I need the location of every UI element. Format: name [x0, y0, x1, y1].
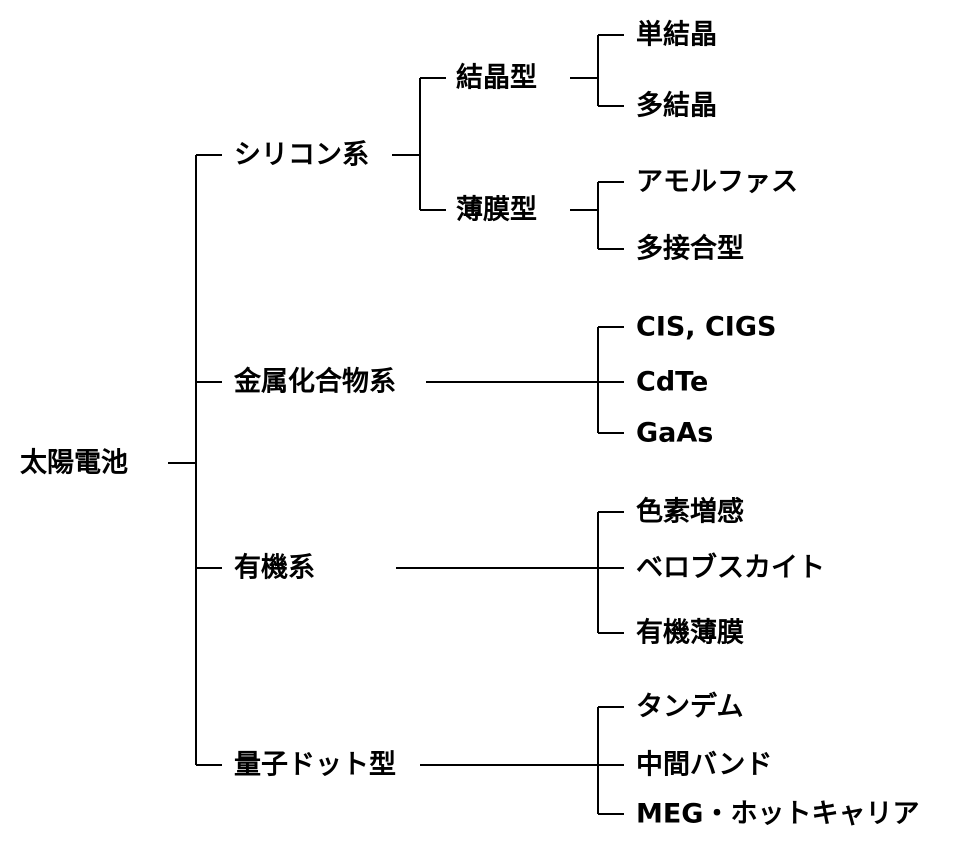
leaf-item: ベロブスカイト [636, 552, 825, 584]
leaf-item: MEG・ホットキャリア [636, 798, 920, 830]
root-label: 太陽電池 [20, 447, 128, 479]
leaf-item: GaAs [636, 417, 714, 449]
leaf-item: CIS, CIGS [636, 311, 777, 343]
category-organic: 有機系 [234, 552, 315, 584]
category-quantum-dot: 量子ドット型 [234, 749, 396, 781]
category-metal-compound: 金属化合物系 [234, 366, 396, 398]
leaf-item: アモルファス [636, 166, 798, 198]
group-crystal: 結晶型 [456, 62, 537, 94]
leaf-item: 中間バンド [636, 749, 773, 781]
leaf-item: CdTe [636, 366, 709, 398]
leaf-item: 多結晶 [636, 90, 717, 122]
category-silicon: シリコン系 [234, 139, 369, 171]
leaf-item: 色素増感 [636, 496, 744, 528]
leaf-item: 単結晶 [636, 19, 717, 51]
leaf-item: 有機薄膜 [636, 617, 744, 649]
group-thin-film: 薄膜型 [456, 194, 537, 226]
leaf-item: 多接合型 [636, 233, 744, 265]
leaf-item: タンデム [636, 691, 744, 723]
